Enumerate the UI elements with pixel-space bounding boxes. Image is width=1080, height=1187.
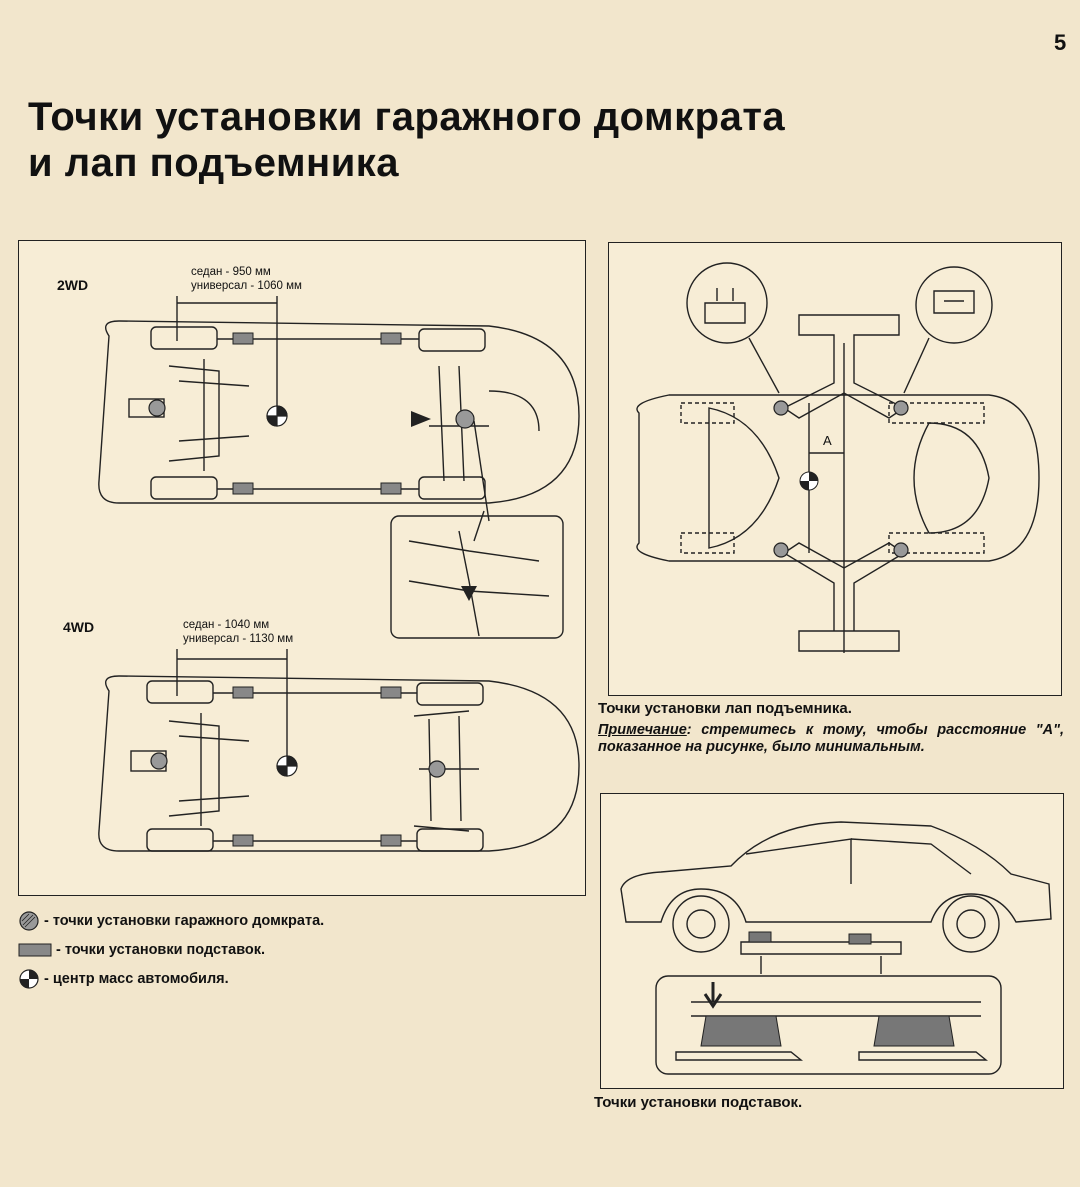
dims-4wd: седан - 1040 мм универсал - 1130 мм [183, 618, 293, 646]
lift-point-mark [773, 400, 789, 416]
arrow-down-icon [703, 982, 723, 1009]
lift-points-note: Примечание: стремитесь к тому, чтобы рас… [598, 722, 1064, 756]
label-2wd: 2WD [57, 277, 89, 293]
legend-jack-text: - точки установки гаражного домкрата. [44, 913, 325, 929]
wheel [150, 326, 218, 350]
stand-points-panel [600, 793, 1064, 1089]
dim-4wd-wagon: универсал - 1130 мм [183, 633, 294, 645]
dim-2wd-sedan: седан - 950 мм [191, 266, 271, 278]
jack-point-mark [150, 752, 168, 770]
jack-point-mark [148, 399, 166, 417]
jack-points-panel: 2WD седан - 950 мм универсал - 1060 мм 4… [18, 240, 586, 896]
lift-point-mark [893, 542, 909, 558]
note-label: Примечание [598, 722, 687, 738]
stand-point-mark [232, 686, 254, 699]
stand-point-mark [380, 332, 402, 345]
legend-jack: - точки установки гаражного домкрата. [18, 910, 324, 932]
stand-detail-box [655, 975, 1002, 1075]
page-title: Точки установки гаражного домкрата и лап… [28, 94, 785, 186]
legend: - точки установки гаражного домкрата. - … [18, 910, 324, 990]
car-4wd-outline [98, 675, 580, 852]
legend-center-text: - центр масс автомобиля. [44, 971, 229, 987]
stand-block [873, 1015, 955, 1047]
legend-center: - центр масс автомобиля. [18, 968, 324, 990]
dimension-a-label: A [823, 433, 832, 448]
note-text: : стремитесь к тому, чтобы расстояние "A… [598, 722, 1064, 755]
jack-symbol-icon [19, 911, 39, 931]
stand-point-mark [380, 482, 402, 495]
lift-point-mark [773, 542, 789, 558]
stand-point-mark [380, 834, 402, 847]
wheel [150, 476, 218, 500]
wheel [146, 828, 214, 852]
dims-2wd: седан - 950 мм универсал - 1060 мм [191, 265, 302, 293]
stand-point-mark [748, 931, 772, 943]
stand-point-mark [848, 933, 872, 945]
lift-points-caption: Точки установки лап подъемника. [598, 700, 852, 717]
stand-points-diagram [620, 821, 1052, 1075]
stand-point-mark [232, 332, 254, 345]
legend-stands-text: - точки установки подставок. [56, 942, 266, 958]
wheel [418, 328, 486, 352]
title-line-2: и лап подъемника [28, 141, 400, 185]
stand-point-mark [380, 686, 402, 699]
wheel [416, 828, 484, 852]
arrow-icon [461, 586, 477, 601]
stand-symbol-icon [18, 943, 52, 957]
center-of-mass-icon [19, 969, 39, 989]
jack-detail-box [390, 515, 564, 639]
lift-points-diagram [636, 262, 1040, 653]
dim-2wd-wagon: универсал - 1060 мм [191, 280, 302, 292]
jack-point-mark [455, 409, 475, 429]
jack-points-diagram [98, 296, 580, 852]
stand-point-mark [232, 834, 254, 847]
lift-points-panel: A [608, 242, 1062, 696]
jack-point-mark [428, 760, 446, 778]
lift-point-mark [893, 400, 909, 416]
stand-point-mark [232, 482, 254, 495]
label-4wd: 4WD [63, 619, 95, 635]
car-2wd-outline [98, 320, 580, 504]
wheel [146, 680, 214, 704]
page-number: 5 [1054, 30, 1067, 55]
wheel [418, 476, 486, 500]
wheel [416, 682, 484, 706]
legend-stands: - точки установки подставок. [18, 942, 324, 958]
dim-4wd-sedan: седан - 1040 мм [183, 619, 270, 631]
arrow-icon [411, 411, 431, 427]
title-line-1: Точки установки гаражного домкрата [28, 95, 786, 139]
stand-block [700, 1015, 782, 1047]
stand-points-caption: Точки установки подставок. [594, 1094, 803, 1111]
